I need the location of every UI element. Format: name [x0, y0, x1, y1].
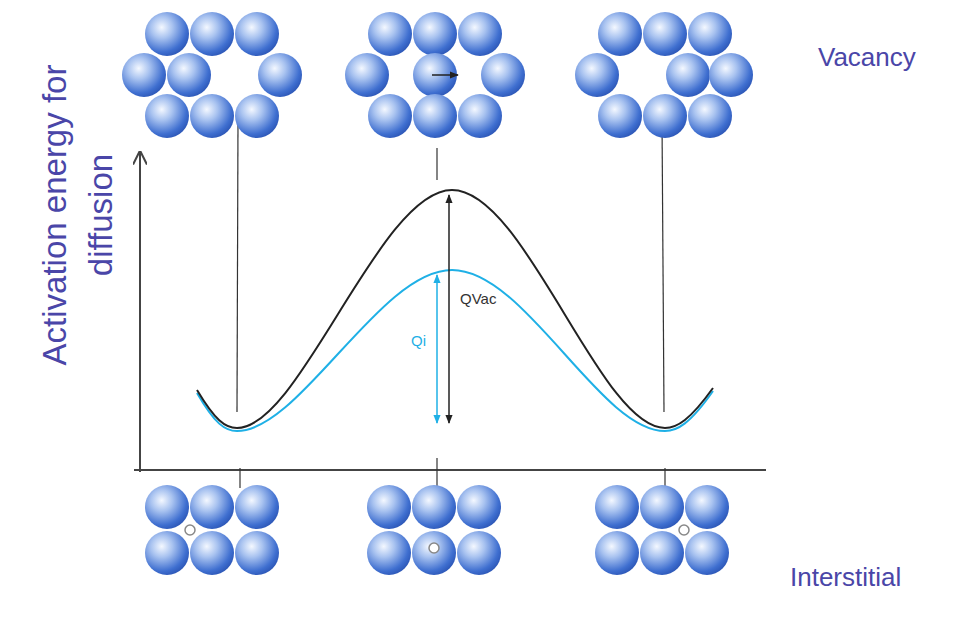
atom	[481, 53, 525, 97]
interstitial-atom	[429, 543, 439, 553]
atom	[235, 531, 279, 575]
atom	[413, 53, 457, 97]
atom	[145, 12, 189, 56]
atom	[685, 485, 729, 529]
atom	[458, 94, 502, 138]
atom	[235, 94, 279, 138]
atom	[190, 94, 234, 138]
atom	[235, 12, 279, 56]
atom	[598, 94, 642, 138]
atom	[368, 12, 412, 56]
atom	[640, 485, 684, 529]
atom	[598, 12, 642, 56]
interstitial-atom	[185, 525, 195, 535]
atom	[643, 12, 687, 56]
atom	[145, 531, 189, 575]
energy-curves	[197, 190, 713, 431]
atom	[145, 94, 189, 138]
atom	[368, 94, 412, 138]
vacancy-label: Vacancy	[818, 42, 958, 72]
interstitial-label: Interstitial	[790, 562, 955, 592]
atom	[595, 531, 639, 575]
leader-lines	[237, 118, 665, 488]
axis-title: Activation energy for diffusion	[32, 5, 124, 425]
atom	[643, 94, 687, 138]
atom	[666, 53, 710, 97]
atom-clusters	[122, 12, 753, 575]
atom	[190, 485, 234, 529]
atom	[640, 531, 684, 575]
atom	[709, 53, 753, 97]
atom	[190, 12, 234, 56]
atom	[595, 485, 639, 529]
atom	[367, 531, 411, 575]
atom	[688, 12, 732, 56]
atom	[235, 485, 279, 529]
atom	[457, 485, 501, 529]
atom	[367, 485, 411, 529]
atom	[685, 531, 729, 575]
atom	[167, 53, 211, 97]
atom	[412, 485, 456, 529]
atom	[258, 53, 302, 97]
atom	[413, 12, 457, 56]
atom	[413, 94, 457, 138]
atom	[412, 531, 456, 575]
atom	[458, 12, 502, 56]
atom	[345, 53, 389, 97]
energy-label: QVac	[460, 290, 520, 308]
atom	[190, 531, 234, 575]
atom	[575, 53, 619, 97]
atom	[688, 94, 732, 138]
atom	[145, 485, 189, 529]
atom	[457, 531, 501, 575]
axes	[134, 152, 766, 472]
interstitial-atom	[679, 525, 689, 535]
energy-label: Qi	[411, 332, 435, 350]
motion-arrow	[432, 74, 458, 76]
atom	[122, 53, 166, 97]
